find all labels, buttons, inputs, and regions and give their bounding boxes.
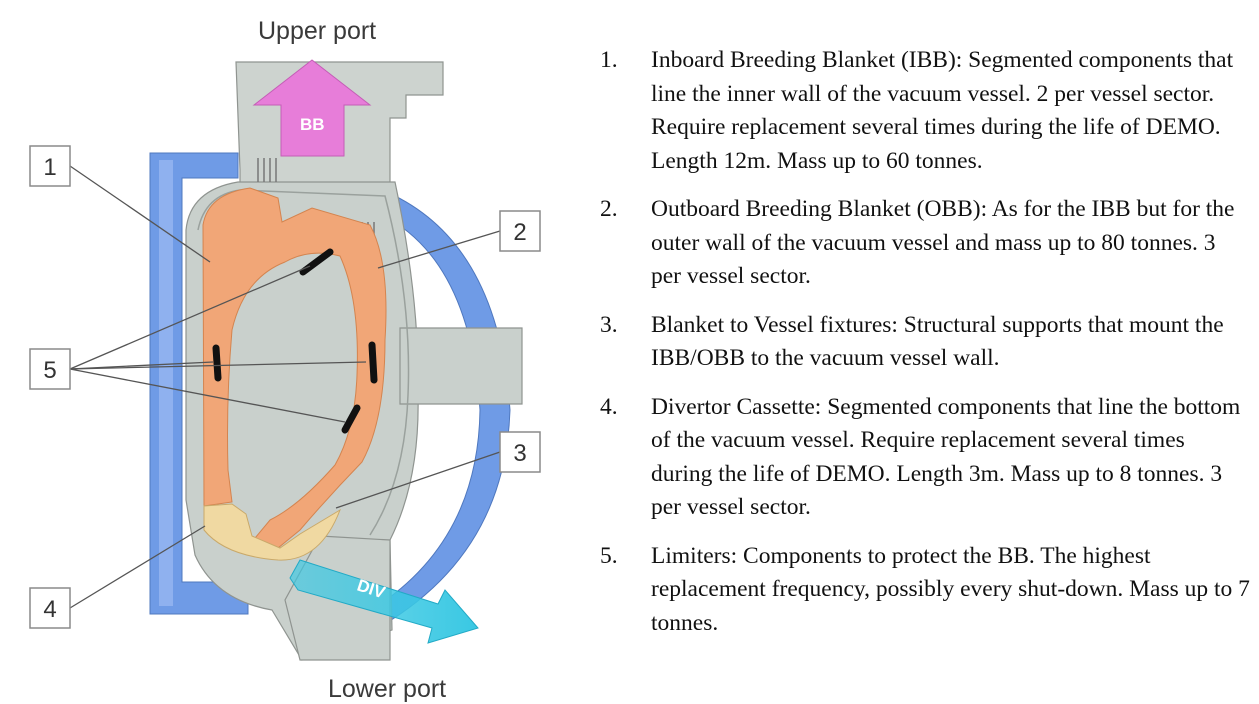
legend-number: 2. (600, 196, 618, 222)
callout-1-number: 1 (43, 154, 56, 181)
legend-number: 1. (600, 47, 618, 73)
legend-text: Limiters: Components to protect the BB. … (651, 542, 1250, 636)
legend-item-vessel-fixtures: 3. Blanket to Vessel fixtures: Structura… (600, 309, 1250, 376)
callout-2: 2 (499, 210, 541, 252)
bb-removal-arrow (252, 59, 372, 157)
inboard-vessel-plate (149, 152, 249, 615)
upper-port-label: Upper port (258, 17, 376, 45)
breeding-blanket (202, 187, 387, 549)
legend-number: 5. (600, 542, 618, 569)
leader-lines (69, 165, 501, 609)
limiters (212, 248, 378, 434)
legend-number: 4. (600, 393, 618, 420)
limiter-upper (299, 248, 334, 276)
legend-item-limiters: 5. Limiters: Components to protect the B… (600, 540, 1250, 641)
callout-2-number: 2 (513, 219, 526, 246)
callout-5: 5 (29, 348, 71, 390)
legend-number: 3. (600, 311, 618, 338)
div-removal-arrow (289, 559, 479, 644)
inner-wall-line (197, 189, 410, 536)
limiter-inboard (212, 344, 222, 382)
callout-1: 1 (29, 145, 71, 187)
limiter-outboard (368, 341, 378, 384)
legend-text: Blanket to Vessel fixtures: Structural s… (651, 311, 1224, 372)
callout-4-number: 4 (43, 596, 56, 623)
callout-4: 4 (29, 587, 71, 629)
bb-arrow-label: BB (300, 115, 325, 134)
inboard-vessel-highlight (159, 160, 173, 606)
callout-3-number: 3 (513, 440, 526, 467)
callout-5-number: 5 (43, 357, 56, 384)
legend-text: Inboard Breeding Blanket (IBB): Segmente… (651, 47, 1234, 174)
callout-3: 3 (499, 431, 541, 473)
legend-item-divertor-cassette: 4. Divertor Cassette: Segmented componen… (600, 391, 1250, 525)
component-legend: 1. Inboard Breeding Blanket (IBB): Segme… (600, 44, 1250, 655)
legend-text: Outboard Breeding Blanket (OBB): As for … (651, 196, 1235, 289)
lower-port-label: Lower port (328, 675, 446, 703)
equatorial-port (399, 327, 523, 405)
limiter-lower (341, 404, 361, 434)
divertor-cassette (203, 503, 341, 561)
legend-text: Divertor Cassette: Segmented components … (651, 393, 1241, 521)
legend-item-inboard-blanket: 1. Inboard Breeding Blanket (IBB): Segme… (600, 44, 1250, 178)
legend-item-outboard-blanket: 2. Outboard Breeding Blanket (OBB): As f… (600, 193, 1250, 294)
tokamak-sector-diagram: Upper port Lower port BB DIV (29, 17, 541, 703)
